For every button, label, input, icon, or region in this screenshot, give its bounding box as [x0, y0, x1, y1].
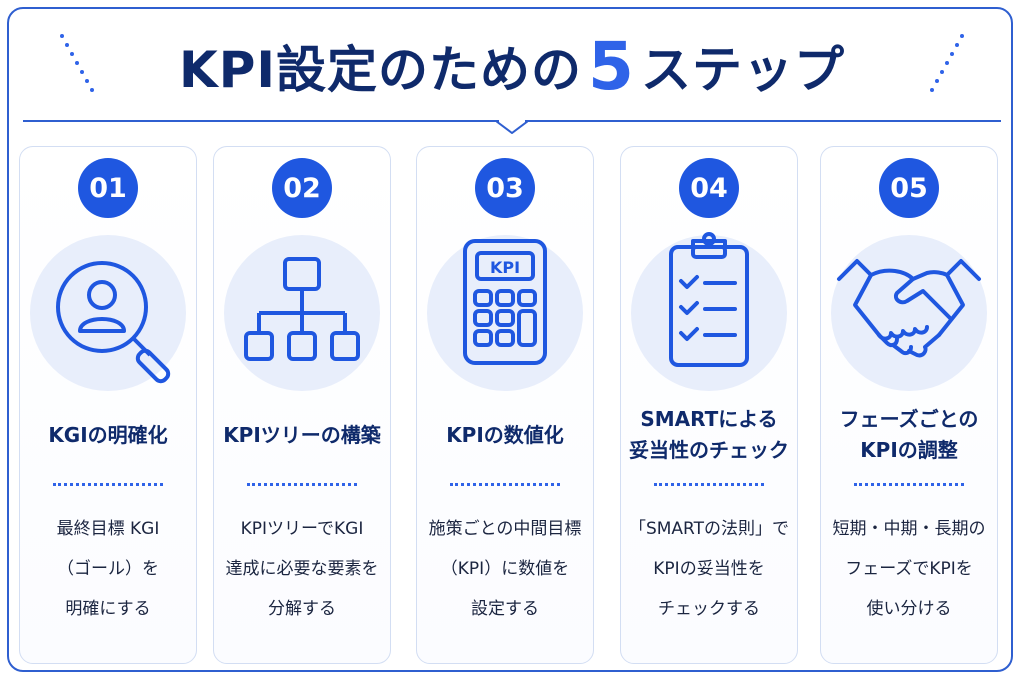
step-desc-line: （ゴール）を	[57, 559, 159, 579]
icon-background	[631, 232, 787, 391]
title-suffix: ステップ	[640, 41, 845, 99]
step-name: KGIの明確化	[20, 399, 196, 471]
step-number-badge: 04	[679, 158, 739, 218]
step-number-badge: 03	[475, 158, 535, 218]
step-desc-line: KPIツリーでKGI	[240, 519, 364, 539]
dotted-divider	[854, 483, 964, 486]
step-card-1: 01 KGIの明確化 最終目標 KGI （ゴール）を 明確にする	[19, 146, 197, 664]
title-rule-left	[23, 120, 499, 122]
step-description: 施策ごとの中間目標 （KPI）に数値を 設定する	[417, 509, 593, 629]
step-desc-line: 短期・中期・長期の	[832, 519, 986, 539]
step-name: SMARTによる 妥当性のチェック	[621, 399, 797, 471]
tree-diagram-icon	[244, 257, 360, 361]
person-search-icon	[56, 261, 171, 384]
step-name-line: KPIの調整	[860, 438, 958, 462]
step-name-line: 妥当性のチェック	[629, 438, 789, 462]
title-rule-notch	[496, 120, 528, 134]
step-desc-line: KPIの妥当性を	[653, 559, 765, 579]
step-description: 最終目標 KGI （ゴール）を 明確にする	[20, 509, 196, 629]
title-rule-right	[525, 120, 1001, 122]
step-name: KPIツリーの構築	[214, 399, 390, 471]
step-card-3: 03 KPI KPIの数値化 施策ごとの中間目標 （KPI）に数値を 設定する	[416, 146, 594, 664]
step-name-line: SMARTによる	[640, 407, 778, 431]
step-desc-line: チェックする	[658, 599, 760, 619]
icon-background	[224, 235, 380, 391]
step-name-line: フェーズごとの	[839, 407, 979, 431]
calculator-icon: KPI	[463, 239, 547, 365]
title-main: KPI設定のための	[179, 41, 583, 99]
step-name-line: KPIの数値化	[446, 422, 564, 447]
step-card-2: 02 KPIツリーの構築 KPIツリーでKGI 達成に必要な要素を 分解する	[213, 146, 391, 664]
step-desc-line: フェーズでKPIを	[845, 559, 973, 579]
step-card-4: 04 SMARTによる 妥当性のチェック 「SMARTの法則」で KPIの妥当性…	[620, 146, 798, 664]
dotted-divider	[654, 483, 764, 486]
step-number-badge: 05	[879, 158, 939, 218]
step-desc-line: （KPI）に数値を	[440, 559, 570, 579]
step-desc-line: 施策ごとの中間目標	[428, 519, 582, 539]
step-desc-line: 設定する	[471, 599, 539, 619]
step-desc-line: 分解する	[268, 599, 336, 619]
calculator-label: KPI	[490, 258, 520, 277]
dotted-divider	[450, 483, 560, 486]
step-desc-line: 使い分ける	[866, 599, 952, 619]
icon-background	[30, 235, 186, 391]
icon-background	[831, 235, 987, 391]
dotted-divider	[247, 483, 357, 486]
step-name: KPIの数値化	[417, 399, 593, 471]
step-name-line: KGIの明確化	[48, 422, 168, 447]
dotted-divider	[53, 483, 163, 486]
step-desc-line: 明確にする	[65, 599, 151, 619]
step-desc-line: 最終目標 KGI	[56, 519, 160, 539]
title-number: 5	[588, 27, 635, 105]
handshake-icon	[837, 259, 981, 358]
step-description: 「SMARTの法則」で KPIの妥当性を チェックする	[621, 509, 797, 629]
step-description: 短期・中期・長期の フェーズでKPIを 使い分ける	[821, 509, 997, 629]
step-name-line: KPIツリーの構築	[223, 422, 381, 447]
icon-background: KPI	[427, 235, 583, 391]
step-desc-line: 「SMARTの法則」で	[628, 519, 790, 539]
clipboard-checklist-icon	[669, 232, 749, 367]
step-number-badge: 01	[78, 158, 138, 218]
step-desc-line: 達成に必要な要素を	[225, 559, 379, 579]
step-number-badge: 02	[272, 158, 332, 218]
step-card-5: 05 フェーズごとの KPIの調整 短期・中期・長期の フェーズでKPIを 使い…	[820, 146, 998, 664]
step-name: フェーズごとの KPIの調整	[821, 399, 997, 471]
step-description: KPIツリーでKGI 達成に必要な要素を 分解する	[214, 509, 390, 629]
